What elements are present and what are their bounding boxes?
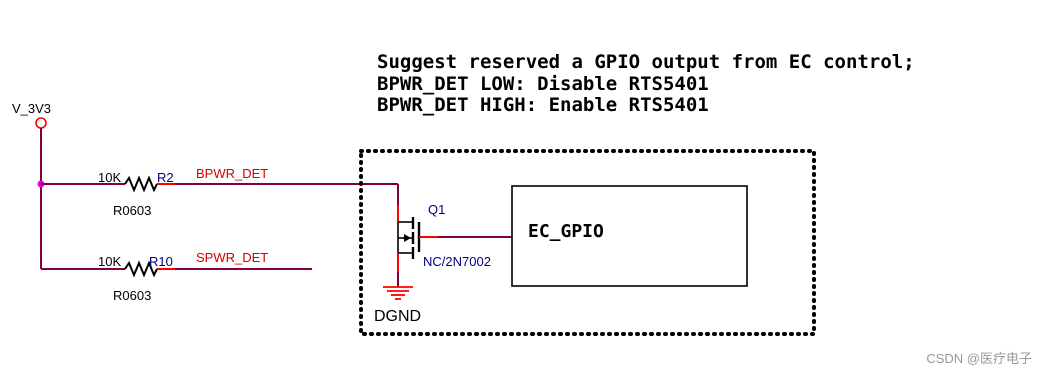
q1-ref: Q1 <box>428 202 445 217</box>
power-port-icon <box>35 117 47 129</box>
q1-part: NC/2N7002 <box>423 254 491 269</box>
r2-value: 10K <box>98 170 121 185</box>
r10-package: R0603 <box>113 288 151 303</box>
ec-gpio-label: EC_GPIO <box>528 221 604 242</box>
r10-value: 10K <box>98 254 121 269</box>
ground-icon <box>383 286 413 300</box>
q1-mosfet-icon <box>397 184 438 272</box>
ground-net-label: DGND <box>374 308 421 325</box>
power-net-label: V_3V3 <box>12 101 51 116</box>
note-line-3: BPWR_DET HIGH: Enable RTS5401 <box>377 94 709 116</box>
note-line-1: Suggest reserved a GPIO output from EC c… <box>377 51 915 73</box>
reserved-area-box <box>359 149 816 336</box>
ec-gpio-block <box>511 185 748 287</box>
r2-resistor-icon <box>124 175 158 193</box>
r2-ref: R2 <box>157 170 174 185</box>
r10-ref: R10 <box>149 254 173 269</box>
watermark-text: CSDN @医疗电子 <box>926 351 1032 366</box>
note-line-2: BPWR_DET LOW: Disable RTS5401 <box>377 73 709 95</box>
bpwr-det-net-label: BPWR_DET <box>196 166 268 181</box>
r2-package: R0603 <box>113 203 151 218</box>
spwr-det-net-label: SPWR_DET <box>196 250 268 265</box>
r10-resistor-icon <box>124 260 158 278</box>
